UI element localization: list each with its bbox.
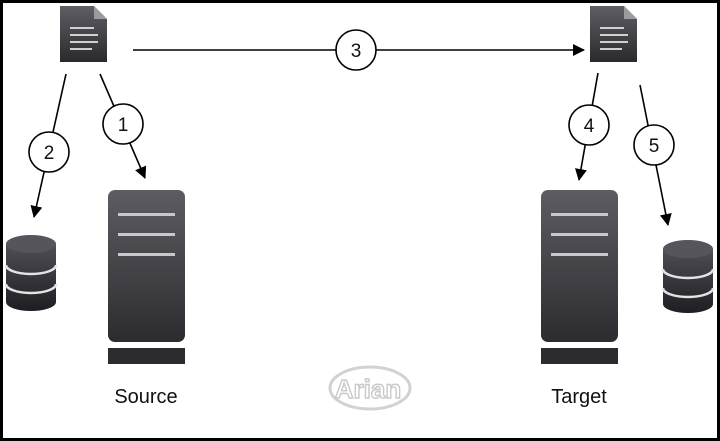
step-marker-4: 4 (568, 104, 610, 146)
target-server-icon (541, 190, 618, 364)
step-number-2: 2 (44, 143, 55, 164)
target-database-icon (661, 240, 715, 313)
watermark-logo: Arian (328, 365, 412, 411)
step-marker-2: 2 (28, 131, 70, 173)
source-database-icon (4, 235, 58, 311)
step-number-4: 4 (584, 116, 595, 137)
step-number-3: 3 (351, 41, 362, 62)
target-label: Target (551, 386, 607, 408)
target-document-icon (590, 6, 637, 62)
step-number-1: 1 (118, 115, 129, 136)
watermark-text: Arian (335, 374, 401, 404)
step-marker-3: 3 (335, 29, 377, 71)
source-server-icon (108, 190, 185, 364)
step-marker-1: 1 (102, 103, 144, 145)
step-marker-5: 5 (633, 124, 675, 166)
source-document-icon (60, 6, 107, 62)
step-number-5: 5 (649, 136, 660, 157)
source-label: Source (114, 386, 177, 408)
